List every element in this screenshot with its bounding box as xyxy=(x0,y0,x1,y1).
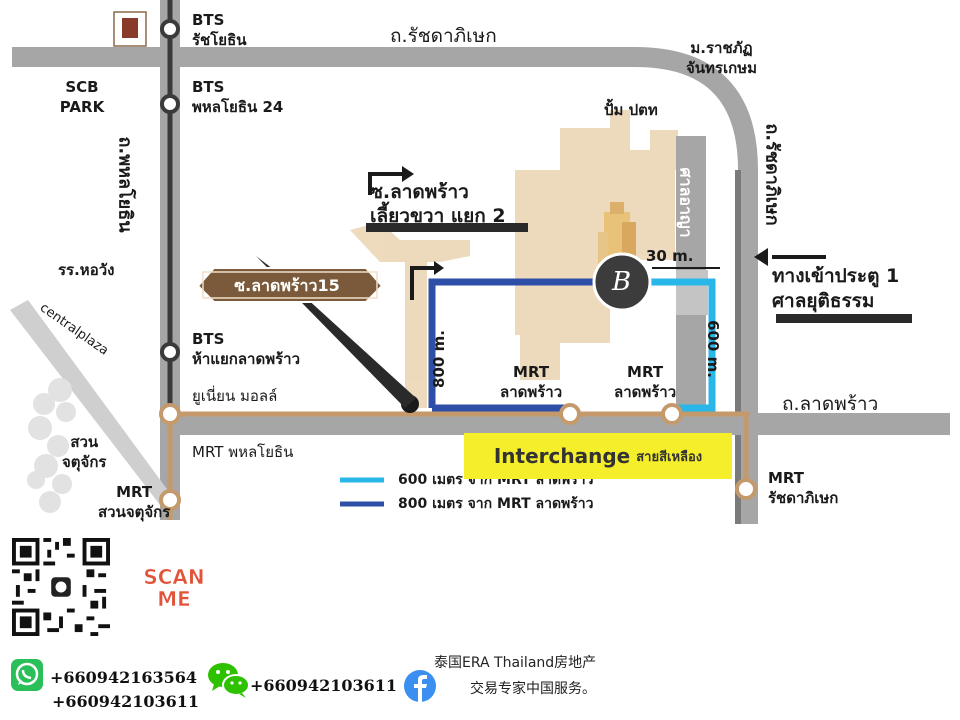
project-logo-initial: B xyxy=(612,267,632,297)
project-logo xyxy=(592,252,652,312)
route-800m xyxy=(428,278,608,408)
station-bts-phahon24 xyxy=(160,94,180,114)
station-markers xyxy=(159,19,757,511)
interchange-th: สายสีเหลือง xyxy=(636,449,703,465)
route-600m xyxy=(645,278,716,412)
bts-ratchayothin-label: BTS รัชโยธิน xyxy=(192,11,247,49)
gas-station-label: ปั้ม ปตท xyxy=(604,101,658,119)
station-bts-ha-yaek xyxy=(160,342,180,362)
school-label: รร.หอวัง xyxy=(58,261,115,279)
wechat-number[interactable]: +660942103611 xyxy=(250,676,397,695)
whatsapp-icon[interactable] xyxy=(10,658,44,692)
station-mrt-chatuchak xyxy=(159,489,181,511)
wechat-icon[interactable] xyxy=(206,660,252,700)
brand-logo-mark xyxy=(122,18,138,38)
underline-turn-right xyxy=(366,223,528,232)
whatsapp-number-1[interactable]: +660942163564 xyxy=(50,668,197,687)
whatsapp-number-2[interactable]: +660942103611 xyxy=(52,692,199,711)
soi15-sign-label: ซ.ลาดพร้าว15 xyxy=(234,276,340,295)
soi15-sign-border xyxy=(202,271,378,299)
legend-800-label: 800 เมตร จาก MRT ลาดพร้าว xyxy=(398,496,594,512)
station-mrt-phahon xyxy=(159,403,181,425)
qr-code[interactable] xyxy=(12,538,110,636)
company-name: 泰国ERA Thailand房地产 xyxy=(434,655,597,671)
soi15-sign-shape xyxy=(196,267,384,303)
court-entrance-label: ทางเข้าประตู 1 ศาลยุติธรรม xyxy=(772,265,900,312)
dist-600-label: 600 m. xyxy=(703,320,722,378)
station-mrt-ratchada xyxy=(735,478,757,500)
dist-30-label: 30 m. xyxy=(646,247,694,265)
mrt-latphrao-1-label: MRT ลาดพร้าว xyxy=(500,363,563,401)
turn-arrow-route xyxy=(410,266,436,300)
underline-court xyxy=(776,314,912,323)
mrt-latphrao-2-label: MRT ลาดพร้าว xyxy=(614,363,677,401)
road-phahon-yothin-label: ถ.พหลโยธิน xyxy=(114,136,136,233)
mrt-ratchada-label: MRT รัชดาภิเษก xyxy=(768,469,839,507)
bts-phahon24-label: BTS พหลโยธิน 24 xyxy=(192,78,284,116)
bts-ha-yaek-label: BTS ห้าแยกลาดพร้าว xyxy=(192,330,300,368)
road-ratchadaphisek-top-label: ถ.รัชดาภิเษก xyxy=(390,25,497,47)
interchange-en: Interchange xyxy=(493,444,631,468)
dist-800-label: 800 m. xyxy=(429,330,448,388)
facebook-icon[interactable] xyxy=(403,669,437,703)
road-court-light xyxy=(676,270,708,315)
rajabhat-label: ม.ราชภัฏ จันทรเกษม xyxy=(686,39,757,77)
scb-park-label: SCB PARK xyxy=(59,78,105,116)
interchange-banner: Interchange สายสีเหลือง xyxy=(464,433,732,479)
turn-right-label: ซ.ลาดพร้าว เลี้ยวขวา แยก 2 xyxy=(370,181,506,227)
road-court-label: ศาลอาญา xyxy=(676,167,696,238)
union-mall-label: ยูเนี่ยน มอลล์ xyxy=(192,387,278,405)
road-diagonal xyxy=(10,300,175,505)
company-service: 交易专家中国服务。 xyxy=(470,681,596,697)
chatuchak-park-label: สวน จตุจักร xyxy=(62,433,107,471)
road-lat-phrao-label: ถ.ลาดพร้าว xyxy=(782,393,879,415)
station-mrt-latphrao-2 xyxy=(661,403,683,425)
station-bts-ratchayothin xyxy=(160,19,180,39)
entrance-arrow-head xyxy=(754,248,768,266)
turn-arrow-top-head xyxy=(402,166,414,182)
road-ratchadaphisek-top xyxy=(12,47,758,524)
turn-arrow-route-head xyxy=(434,261,444,275)
scan-me-label: SCAN ME xyxy=(143,565,205,611)
station-mrt-latphrao-1 xyxy=(559,403,581,425)
chatuchak-trees xyxy=(27,378,76,513)
turn-arrow-top xyxy=(368,172,404,195)
mrt-phahon-label: MRT พหลโยธิน xyxy=(192,443,294,461)
road-ratchadaphisek-right-label: ถ.รัชดาภิเษก xyxy=(761,123,783,226)
mrt-chatuchak-label: MRT สวนจตุจักร xyxy=(98,483,171,521)
